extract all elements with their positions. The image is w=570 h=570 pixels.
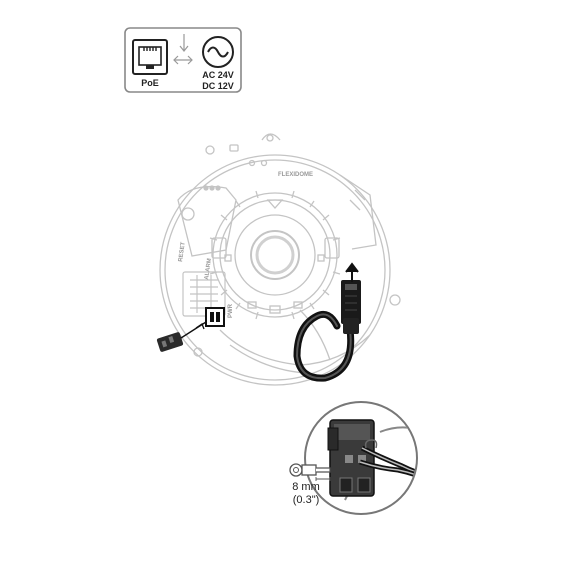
camera-base xyxy=(159,133,401,386)
lens-assembly xyxy=(209,190,341,320)
ethernet-port-icon xyxy=(132,39,168,75)
stripped-wire-icon xyxy=(289,463,331,481)
power-options-panel: PoE AC 24V DC 12V xyxy=(124,27,242,93)
strip-length-label: 8 mm xyxy=(292,481,320,493)
power-terminal-plug xyxy=(156,321,207,352)
poe-label: PoE xyxy=(141,78,159,88)
terminal-zoom xyxy=(327,419,416,501)
strip-length-imperial-label: (0.3") xyxy=(293,494,320,506)
power-connector-socket xyxy=(205,307,225,327)
dc-voltage-label: DC 12V xyxy=(202,81,234,91)
power-connector-label: PWR xyxy=(228,303,234,318)
ac-voltage-label: AC 24V xyxy=(202,70,234,80)
alarm-terminal-block xyxy=(182,271,226,317)
insert-direction-arrow-icon xyxy=(345,262,359,282)
reset-label: RESET xyxy=(178,241,187,262)
alternating-current-icon xyxy=(202,36,234,68)
wire-strip-inset: 8 mm (0.3") xyxy=(289,401,418,515)
bidirectional-arrow-icon xyxy=(173,34,193,65)
alarm-label: ALARM xyxy=(204,258,213,280)
model-label: FLEXIDOME xyxy=(278,172,313,178)
network-cable xyxy=(293,280,361,382)
